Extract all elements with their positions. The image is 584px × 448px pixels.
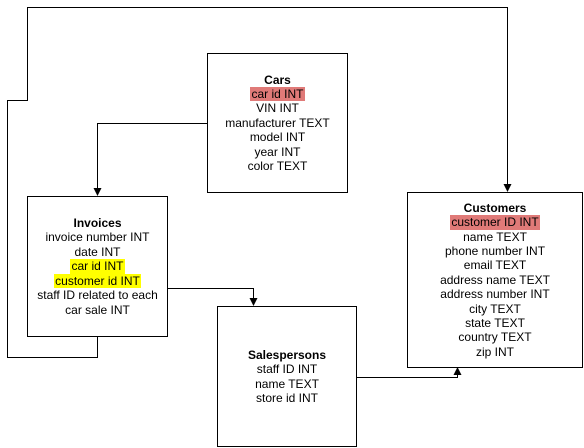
customers-field: country TEXT bbox=[458, 330, 532, 345]
invoices-field: car sale INT bbox=[65, 302, 130, 317]
salespersons-table-title: Salespersons bbox=[247, 347, 327, 362]
cars-table: Cars car id INT VIN INT manufacturer TEX… bbox=[207, 53, 348, 193]
customers-field: zip INT bbox=[475, 344, 514, 359]
customers-field: name TEXT bbox=[463, 229, 527, 244]
invoices-to-salespersons-connector bbox=[168, 288, 258, 306]
salespersons-to-customers-connector bbox=[357, 367, 462, 378]
cars-to-invoices-connector bbox=[93, 123, 208, 196]
salespersons-table: Salespersons staff ID INT name TEXT stor… bbox=[217, 306, 357, 447]
customers-field: address name TEXT bbox=[440, 272, 550, 287]
customers-field: state TEXT bbox=[465, 316, 525, 331]
customers-field: city TEXT bbox=[469, 301, 521, 316]
cars-table-title: Cars bbox=[264, 72, 291, 87]
invoices-table: Invoices invoice number INT date INT car… bbox=[27, 196, 168, 337]
salespersons-field: store id INT bbox=[255, 390, 318, 405]
invoices-field: staff ID related to each bbox=[37, 288, 158, 303]
salespersons-field: name TEXT bbox=[255, 376, 319, 391]
cars-field: manufacturer TEXT bbox=[225, 115, 330, 130]
invoices-to-customers-connector bbox=[7, 7, 512, 358]
customers-field: address number INT bbox=[440, 287, 550, 302]
customers-table: Customers customer ID INT name TEXT phon… bbox=[407, 192, 583, 368]
cars-primary-key-field: car id INT bbox=[250, 86, 305, 102]
salespersons-field: staff ID INT bbox=[256, 362, 318, 377]
customers-field: email TEXT bbox=[463, 258, 527, 273]
invoices-field: invoice number INT bbox=[45, 230, 150, 245]
customers-table-title: Customers bbox=[463, 200, 527, 215]
cars-field: color TEXT bbox=[247, 159, 308, 174]
cars-field: model INT bbox=[249, 130, 306, 145]
customers-field: phone number INT bbox=[444, 243, 546, 258]
invoices-field: date INT bbox=[74, 244, 121, 259]
invoices-table-title: Invoices bbox=[73, 216, 122, 231]
cars-field: year INT bbox=[254, 144, 301, 159]
customers-primary-key-field: customer ID INT bbox=[450, 215, 540, 230]
invoices-foreign-key-field: car id INT bbox=[70, 259, 125, 274]
cars-field: VIN INT bbox=[256, 101, 299, 116]
invoices-foreign-key-field: customer id INT bbox=[54, 273, 141, 289]
